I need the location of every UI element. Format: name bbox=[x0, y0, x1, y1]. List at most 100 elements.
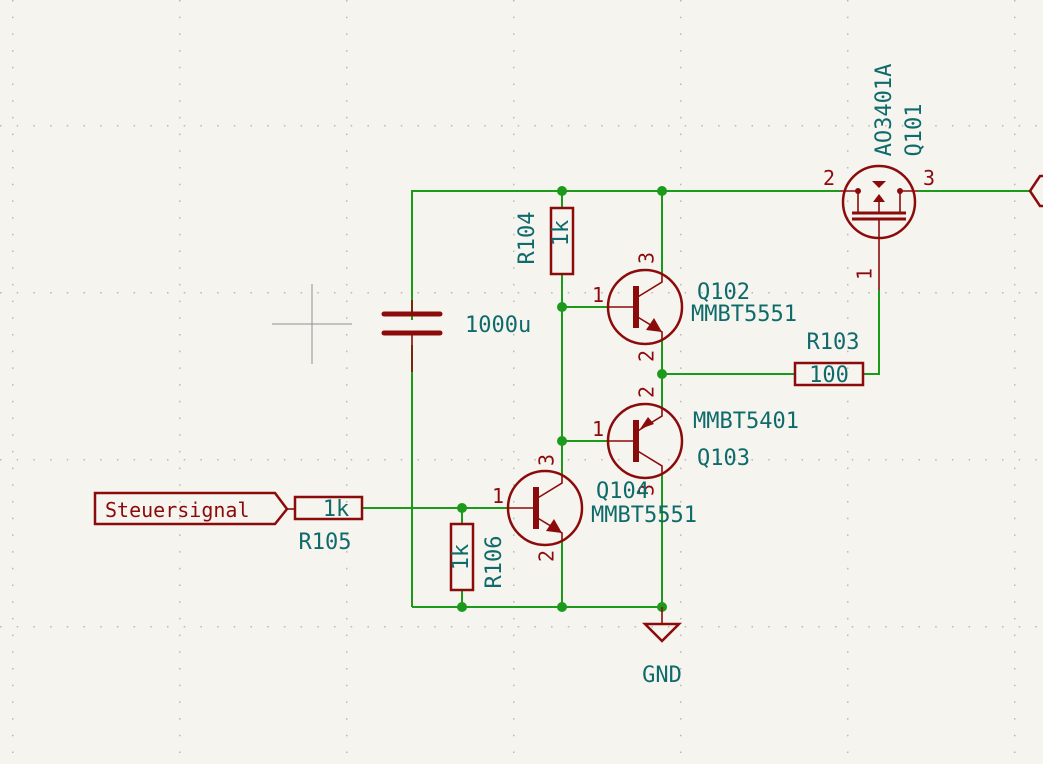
resistor-r104[interactable] bbox=[549, 206, 575, 276]
grid-dot bbox=[835, 292, 837, 294]
grid-dot bbox=[513, 50, 515, 52]
grid-dot bbox=[33, 292, 35, 294]
grid-dot bbox=[217, 292, 219, 294]
grid-dot bbox=[346, 183, 348, 186]
grid-dot bbox=[179, 634, 181, 637]
resistor-r106[interactable] bbox=[449, 522, 475, 592]
grid-dot bbox=[267, 292, 269, 294]
grid-dot bbox=[847, 584, 849, 586]
grid-dot bbox=[1014, 467, 1016, 470]
grid-dot bbox=[217, 125, 219, 127]
grid-dot bbox=[513, 334, 515, 336]
q104-pin-base: 1 bbox=[492, 484, 504, 508]
q103-pin-emitter: 2 bbox=[635, 386, 659, 398]
grid-dot bbox=[417, 459, 419, 461]
grid-dot bbox=[12, 601, 14, 603]
mosfet-q101[interactable] bbox=[840, 164, 918, 290]
grid-dot bbox=[300, 292, 303, 294]
grid-dot bbox=[1014, 66, 1016, 69]
grid-dot bbox=[935, 292, 937, 294]
grid-dot bbox=[847, 0, 849, 2]
grid-dot bbox=[847, 133, 849, 136]
grid-dot bbox=[12, 250, 14, 252]
capacitor-symbol[interactable] bbox=[381, 300, 443, 372]
grid-dot bbox=[434, 459, 436, 461]
grid-dot bbox=[513, 33, 515, 35]
q104-ref: Q104 bbox=[596, 479, 649, 504]
grid-dot bbox=[12, 16, 14, 19]
grid-dot bbox=[12, 501, 14, 503]
grid-dot bbox=[346, 0, 348, 2]
grid-dot bbox=[847, 317, 849, 319]
grid-dot bbox=[350, 125, 353, 127]
grid-dot bbox=[346, 501, 348, 503]
grid-dot bbox=[283, 626, 286, 628]
grid-dot bbox=[1014, 233, 1016, 236]
grid-dot bbox=[346, 634, 348, 637]
grid-dot bbox=[179, 701, 181, 703]
grid-dot bbox=[346, 417, 348, 419]
grid-dot bbox=[701, 459, 703, 461]
grid-dot bbox=[12, 233, 14, 236]
grid-dot bbox=[346, 701, 348, 703]
wire-r103-to-gate[interactable] bbox=[863, 290, 880, 375]
grid-dot bbox=[1014, 133, 1016, 136]
grid-dot bbox=[1014, 317, 1016, 319]
q101-pin-source: 2 bbox=[823, 166, 835, 190]
transistor-q104[interactable] bbox=[506, 469, 584, 547]
q104-pin-emitter: 2 bbox=[535, 550, 559, 562]
grid-dot bbox=[1035, 626, 1037, 628]
grid-dot bbox=[12, 551, 14, 553]
grid-dot bbox=[847, 701, 849, 703]
output-label-flag[interactable] bbox=[1028, 174, 1043, 208]
junction-dot bbox=[557, 436, 567, 446]
grid-dot bbox=[12, 33, 14, 35]
grid-dot bbox=[517, 626, 520, 628]
input-label-steuersignal[interactable] bbox=[93, 491, 295, 526]
gnd-symbol[interactable] bbox=[641, 607, 683, 643]
grid-dot bbox=[517, 459, 520, 461]
grid-dot bbox=[847, 434, 849, 436]
grid-dot bbox=[1002, 626, 1004, 628]
grid-dot bbox=[634, 125, 637, 127]
grid-dot bbox=[83, 125, 85, 127]
grid-dot bbox=[467, 459, 470, 461]
grid-dot bbox=[12, 484, 14, 486]
grid-dot bbox=[179, 183, 181, 186]
grid-dot bbox=[346, 233, 348, 236]
grid-dot bbox=[847, 450, 849, 453]
grid-dot bbox=[935, 125, 937, 127]
grid-dot bbox=[680, 150, 682, 152]
grid-dot bbox=[617, 292, 620, 294]
grid-dot bbox=[784, 626, 787, 628]
resistor-r103[interactable] bbox=[793, 361, 865, 387]
grid-dot bbox=[680, 50, 682, 52]
junction-dot bbox=[557, 302, 567, 312]
grid-dot bbox=[100, 626, 102, 628]
grid-dot bbox=[868, 292, 870, 294]
resistor-r105[interactable] bbox=[293, 495, 364, 521]
grid-dot bbox=[179, 133, 181, 136]
wire-top-rail[interactable] bbox=[411, 190, 840, 320]
grid-dot bbox=[334, 626, 336, 628]
grid-dot bbox=[680, 584, 682, 586]
grid-dot bbox=[534, 626, 536, 628]
grid-dot bbox=[668, 125, 670, 127]
grid-dot bbox=[835, 626, 837, 628]
grid-dot bbox=[1014, 384, 1016, 386]
junction-dot bbox=[457, 602, 467, 612]
grid-dot bbox=[885, 459, 887, 461]
transistor-q103[interactable] bbox=[606, 402, 684, 480]
junctions bbox=[457, 186, 667, 612]
grid-dot bbox=[768, 626, 770, 628]
grid-dot bbox=[1014, 601, 1016, 603]
grid-dot bbox=[835, 459, 837, 461]
grid-dot bbox=[179, 350, 181, 353]
grid-dot bbox=[734, 626, 737, 628]
grid-dot bbox=[847, 233, 849, 236]
transistor-q102[interactable] bbox=[606, 268, 684, 346]
grid-dot bbox=[12, 751, 14, 753]
background-grid bbox=[0, 0, 1037, 753]
grid-dot bbox=[680, 734, 682, 737]
